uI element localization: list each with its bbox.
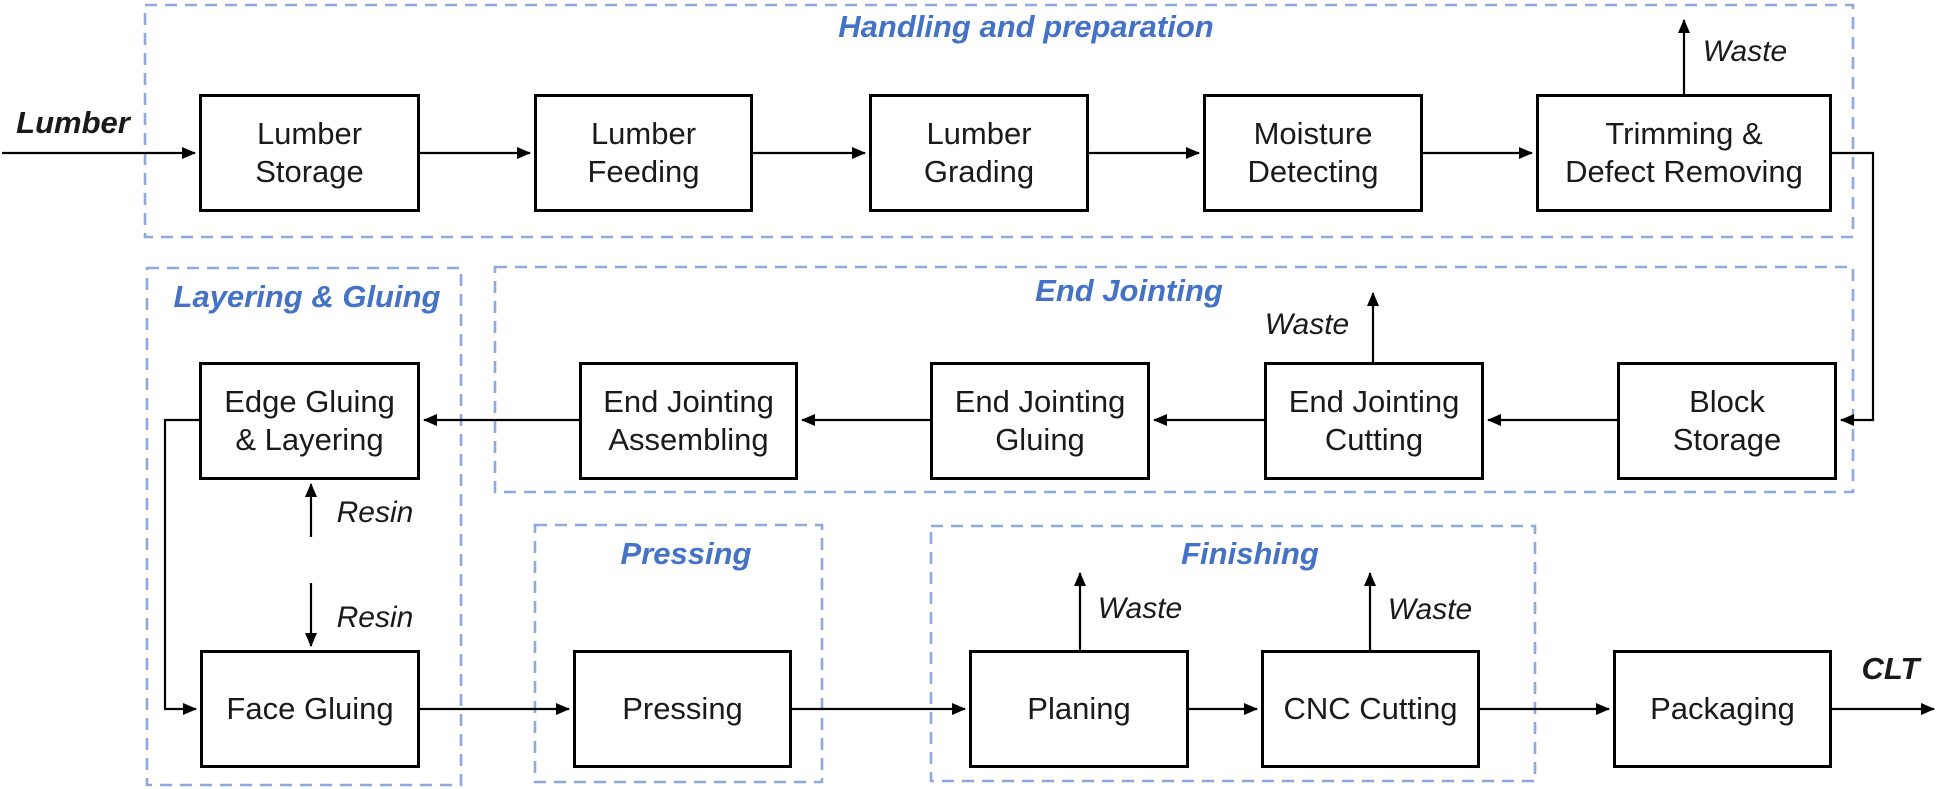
node-end-jointing-assembling: End Jointing Assembling — [579, 362, 798, 480]
node-block-storage: Block Storage — [1617, 362, 1837, 480]
node-face-gluing: Face Gluing — [200, 650, 420, 768]
connector-trimming-to-block — [1832, 151, 1875, 426]
node-cnc-cutting: CNC Cutting — [1261, 650, 1480, 768]
node-trimming-defect-removing: Trimming & Defect Removing — [1536, 94, 1832, 212]
resin-label-face-gluing: Resin — [336, 601, 414, 634]
section-title-layering: Layering & Gluing — [173, 279, 441, 314]
section-title-finishing: Finishing — [1181, 536, 1319, 571]
connector-edge-gluing-to-face-gluing — [163, 418, 199, 715]
node-planing: Planing — [969, 650, 1189, 768]
node-edge-gluing-layering: Edge Gluing & Layering — [199, 362, 420, 480]
section-frame-finishing — [929, 524, 1537, 783]
node-lumber-grading: Lumber Grading — [869, 94, 1089, 212]
waste-label-cnc-cutting: Waste — [1387, 593, 1473, 626]
node-label-edge-gluing-layering: Edge Gluing & Layering — [224, 384, 395, 457]
node-label-lumber-storage: Lumber Storage — [255, 116, 364, 189]
waste-label-planing: Waste — [1097, 592, 1183, 625]
node-label-pressing: Pressing — [622, 691, 743, 727]
section-frame-handling — [143, 3, 1855, 239]
lumber-input-label: Lumber — [16, 105, 130, 140]
section-frame-layering — [145, 266, 463, 787]
node-label-end-jointing-gluing: End Jointing Gluing — [954, 384, 1126, 457]
node-end-jointing-gluing: End Jointing Gluing — [930, 362, 1150, 480]
section-frame-end-jointing — [493, 265, 1855, 494]
node-label-face-gluing: Face Gluing — [226, 691, 394, 727]
waste-label-trimming: Waste — [1702, 35, 1788, 68]
node-label-lumber-feeding: Lumber Feeding — [587, 116, 700, 189]
node-label-moisture-detecting: Moisture Detecting — [1247, 116, 1379, 189]
node-label-end-jointing-assembling: End Jointing Assembling — [603, 384, 774, 457]
node-moisture-detecting: Moisture Detecting — [1203, 94, 1423, 212]
node-label-lumber-grading: Lumber Grading — [923, 116, 1035, 189]
clt-output-label: CLT — [1861, 651, 1920, 686]
node-pressing: Pressing — [573, 650, 792, 768]
node-lumber-feeding: Lumber Feeding — [534, 94, 753, 212]
section-frame-pressing — [533, 523, 824, 784]
node-label-planing: Planing — [1027, 691, 1131, 727]
section-title-pressing: Pressing — [620, 536, 752, 571]
node-label-block-storage: Block Storage — [1672, 384, 1782, 457]
node-label-packaging: Packaging — [1650, 691, 1795, 727]
node-label-end-jointing-cutting: End Jointing Cutting — [1288, 384, 1460, 457]
waste-label-ej-cutting: Waste — [1264, 308, 1350, 341]
node-end-jointing-cutting: End Jointing Cutting — [1264, 362, 1484, 480]
node-packaging: Packaging — [1613, 650, 1832, 768]
node-label-cnc-cutting: CNC Cutting — [1283, 691, 1458, 727]
section-title-handling: Handling and preparation — [838, 9, 1214, 44]
section-title-end-jointing: End Jointing — [1035, 273, 1223, 308]
resin-label-edge-gluing: Resin — [336, 496, 414, 529]
node-lumber-storage: Lumber Storage — [199, 94, 420, 212]
node-label-trimming-defect-removing: Trimming & Defect Removing — [1565, 116, 1803, 189]
